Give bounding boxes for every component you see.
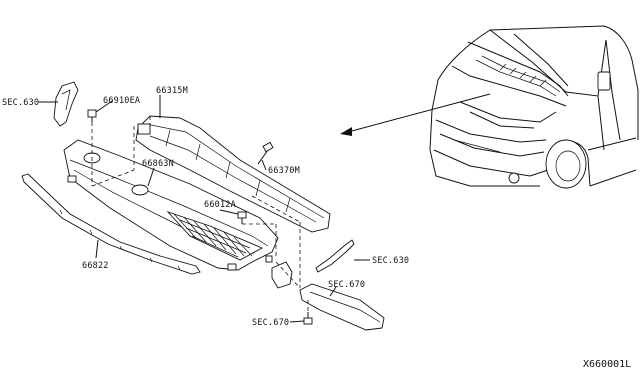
label-66822: 66822: [82, 261, 109, 271]
label-66315m: 66315M: [156, 86, 188, 96]
lower-clip-part: [303, 312, 313, 325]
leader-lines: [38, 95, 370, 323]
clip-66910ea-part: [87, 109, 97, 122]
label-66370m: 66370M: [268, 166, 300, 176]
cowl-extension-part: [135, 115, 331, 233]
label-sec630-right: SEC.630: [372, 256, 409, 266]
bolt-66370m-part: [257, 141, 274, 165]
assembly-lines: [91, 116, 309, 312]
label-sec670-upper: SEC.670: [328, 280, 365, 290]
grommet-part: [265, 255, 293, 289]
clip-66012a-part: [237, 211, 247, 224]
callout-arrow: [340, 93, 491, 136]
label-66863n: 66863N: [142, 159, 174, 169]
label-sec670-lower: SEC.670: [252, 318, 289, 328]
diagram-code: X660001L: [583, 359, 631, 370]
label-66012a: 66012A: [204, 200, 236, 210]
right-seal-part: [315, 239, 355, 273]
vehicle-illustration: [429, 25, 639, 189]
lower-panel-part: [299, 283, 385, 331]
left-bracket-part: [53, 81, 79, 127]
label-sec630-left: SEC.630: [2, 98, 39, 108]
weatherstrip-part: [21, 173, 201, 275]
label-66910ea: 66910EA: [103, 96, 140, 106]
